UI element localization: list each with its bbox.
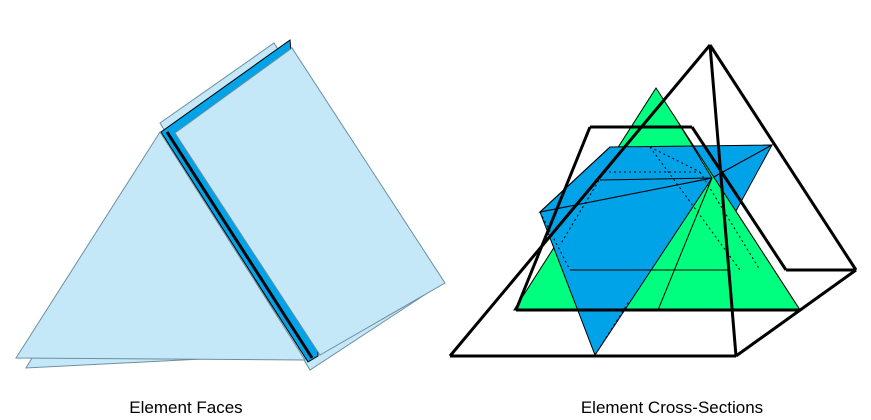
shared-edge-line [165,131,314,359]
element-cross-sections-figure [448,44,858,358]
caption-element-faces: Element Faces [129,398,243,417]
cross-section-edges [539,146,730,271]
face-right-front [174,47,446,356]
caption-element-cross-sections: Element Cross-Sections [580,398,764,417]
element-faces-figure [15,39,446,371]
hidden-edges [539,146,761,356]
tetrahedron-outline [448,44,858,358]
face-left-front [15,131,306,361]
